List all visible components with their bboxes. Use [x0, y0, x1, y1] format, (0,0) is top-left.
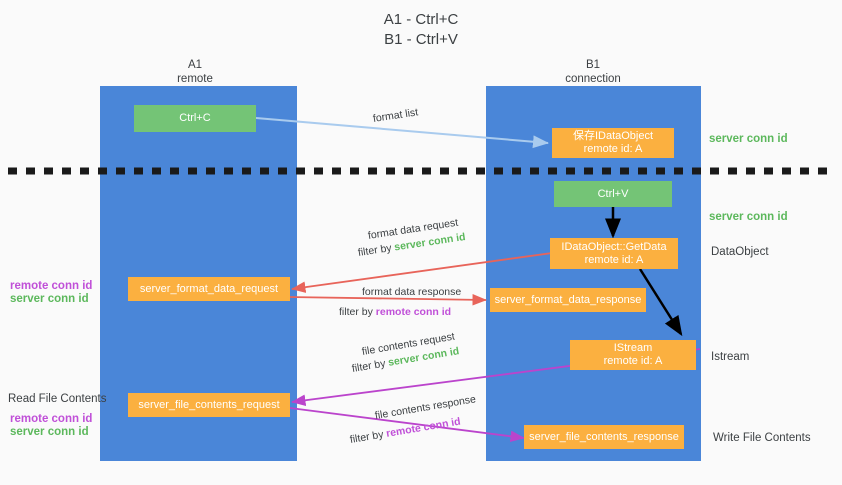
node-server-format-data-request-label: server_format_data_request: [139, 282, 279, 295]
node-ctrl-v-label: Ctrl+V: [597, 187, 629, 200]
title-line-2: B1 - Ctrl+V: [384, 31, 458, 48]
node-idataobject-getdata-line2: remote id: A: [584, 253, 644, 266]
right-label-server-conn-id-top-text: server conn id: [709, 133, 788, 145]
node-ctrl-c-label: Ctrl+C: [179, 112, 211, 124]
left-label-server-conn-id-lower: server conn id: [10, 425, 89, 439]
left-label-remote-conn-id-upper-text: remote conn id: [10, 280, 93, 292]
node-ctrl-v[interactable]: Ctrl+V: [554, 181, 672, 207]
filter-by-text: filter by: [339, 306, 373, 318]
edge-label-file-contents-response-text: file contents response: [374, 393, 477, 422]
page-title: A1 - Ctrl+C B1 - Ctrl+V: [0, 10, 842, 50]
edge-label-file-contents-response-filter: filter by remote conn id: [349, 415, 462, 447]
node-server-file-contents-request[interactable]: server_file_contents_request: [128, 393, 290, 417]
node-server-file-contents-response[interactable]: server_file_contents_response: [524, 425, 684, 449]
right-label-server-conn-id-mid: server conn id: [709, 210, 788, 224]
node-save-idataobject-line2: remote id: A: [583, 143, 643, 155]
remote-conn-id-text: remote conn id: [375, 306, 452, 318]
node-server-format-data-response-label: server_format_data_response: [494, 293, 642, 306]
column-b1-name: B1: [585, 59, 601, 71]
column-b1-sub: connection: [565, 73, 621, 85]
filter-by-text: filter by: [351, 357, 387, 375]
edge-label-file-contents-response: file contents response: [374, 392, 477, 423]
edge-label-format-list-text: format list: [372, 106, 419, 125]
right-label-write-file-contents: Write File Contents: [713, 431, 811, 445]
title-line-1: A1 - Ctrl+C: [383, 11, 459, 28]
left-label-remote-conn-id-lower-text: remote conn id: [10, 413, 93, 425]
node-istream-line2: remote id: A: [603, 355, 663, 367]
left-label-remote-conn-id-upper: remote conn id: [10, 279, 92, 293]
right-label-write-file-contents-text: Write File Contents: [713, 432, 811, 444]
node-server-file-contents-response-label: server_file_contents_response: [529, 430, 679, 443]
right-label-server-conn-id-top: server conn id: [709, 132, 788, 146]
node-save-idataobject[interactable]: 保存IDataObject remote id: A: [552, 128, 674, 158]
node-idataobject-getdata-line1: IDataObject::GetData: [561, 240, 667, 253]
node-server-format-data-request[interactable]: server_format_data_request: [128, 277, 290, 301]
edge-label-format-list: format list: [372, 105, 419, 126]
left-label-read-file-contents-text: Read File Contents: [8, 393, 107, 405]
right-label-dataobject: DataObject: [711, 245, 769, 259]
node-server-format-data-response[interactable]: server_format_data_response: [490, 288, 646, 312]
node-idataobject-getdata[interactable]: IDataObject::GetData remote id: A: [550, 238, 678, 269]
left-label-server-conn-id-upper: server conn id: [10, 292, 89, 306]
node-ctrl-c[interactable]: Ctrl+C: [134, 105, 256, 132]
edge-label-format-data-response-text: format data response: [362, 286, 462, 298]
node-istream[interactable]: IStream remote id: A: [570, 340, 696, 370]
column-header-b1: B1 connection: [493, 58, 693, 86]
right-label-server-conn-id-mid-text: server conn id: [709, 211, 788, 223]
edge-label-format-data-response-filter: filter by remote conn id: [339, 305, 451, 319]
right-label-dataobject-text: DataObject: [711, 246, 769, 258]
filter-by-text: filter by: [349, 428, 385, 446]
right-label-istream-text: Istream: [711, 351, 750, 363]
left-label-remote-conn-id-lower: remote conn id: [10, 412, 92, 426]
edge-label-format-data-response: format data response: [362, 285, 461, 299]
filter-by-text: filter by: [357, 242, 393, 259]
node-save-idataobject-line1: 保存IDataObject: [572, 130, 654, 142]
node-server-file-contents-request-label: server_file_contents_request: [138, 398, 280, 411]
left-label-server-conn-id-lower-text: server conn id: [10, 426, 89, 438]
node-istream-line1: IStream: [613, 342, 653, 354]
left-label-read-file-contents: Read File Contents: [8, 392, 106, 406]
left-label-server-conn-id-upper-text: server conn id: [10, 293, 89, 305]
column-a1-name: A1: [187, 59, 203, 71]
right-label-istream: Istream: [711, 350, 749, 364]
column-header-a1: A1 remote: [95, 58, 295, 86]
column-a1-sub: remote: [177, 73, 213, 85]
